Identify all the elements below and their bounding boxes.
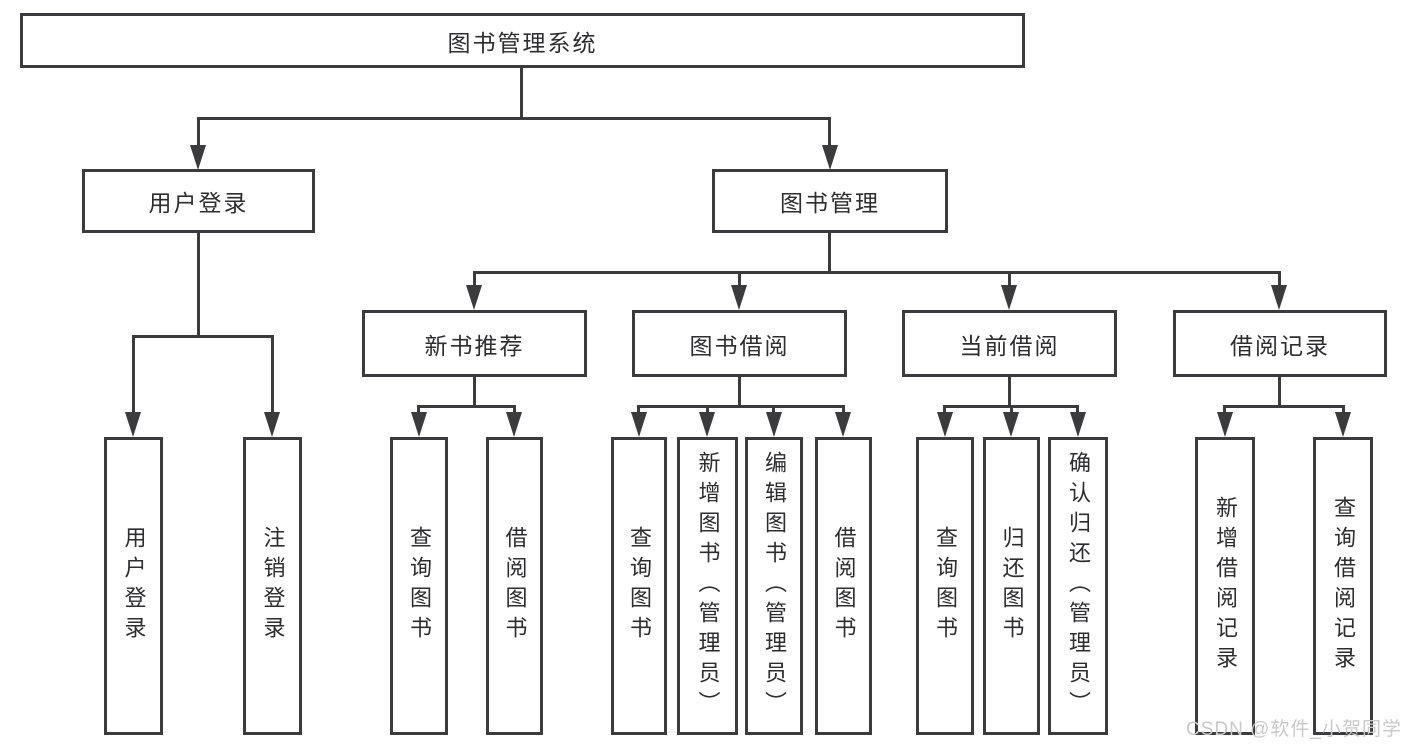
arrow-down-icon — [1217, 412, 1233, 437]
node-user-login: 用户登录 — [82, 169, 315, 233]
connector-leaf-stem — [637, 405, 640, 414]
connector-to-user-login — [197, 117, 200, 149]
node-leaf-add-borrow-record: 新增借阅记录 — [1195, 437, 1255, 735]
node-borrow-records: 借阅记录 — [1173, 310, 1387, 377]
connector-book-management-hbar — [473, 271, 1280, 274]
connector-recommend-hbar — [417, 405, 516, 408]
connector-root-stem — [520, 68, 523, 120]
connector-book-borrow-stem — [738, 377, 741, 407]
arrow-down-icon — [1003, 412, 1019, 437]
connector-to-current-borrow — [1008, 271, 1011, 287]
arrow-down-icon — [506, 412, 522, 437]
node-leaf-query-borrow-record: 查询借阅记录 — [1313, 437, 1373, 735]
connector-current-borrow-stem — [1008, 377, 1011, 407]
csdn-watermark: CSDN @软件_小贺同学 — [1186, 719, 1402, 740]
connector-leaf-stem — [1010, 405, 1013, 414]
connector-leaf-stem — [417, 405, 420, 414]
connector-book-management-stem — [828, 233, 831, 273]
node-leaf-query-books-borrow: 查询图书 — [611, 437, 667, 735]
arrow-down-icon — [190, 145, 206, 170]
arrow-down-icon — [466, 285, 482, 310]
connector-recommend-stem — [473, 377, 476, 407]
arrow-down-icon — [631, 412, 647, 437]
connector-to-book-management — [828, 117, 831, 149]
node-book-management: 图书管理 — [712, 169, 948, 233]
arrow-down-icon — [731, 285, 747, 310]
arrow-down-icon — [1070, 412, 1086, 437]
arrow-down-icon — [937, 412, 953, 437]
node-leaf-borrow-books-recommend: 借阅图书 — [486, 437, 543, 735]
node-leaf-query-books-current: 查询图书 — [916, 437, 974, 735]
connector-to-borrow-records — [1278, 271, 1281, 287]
node-new-book-recommend: 新书推荐 — [362, 310, 587, 377]
connector-user-login-hbar — [132, 335, 274, 338]
arrow-down-icon — [1335, 412, 1351, 437]
arrow-down-icon — [264, 412, 280, 437]
connector-to-new-book-recommend — [473, 271, 476, 287]
connector-book-borrow-hbar — [637, 405, 844, 408]
connector-to-leaf-user-login — [132, 335, 135, 414]
connector-leaf-stem — [513, 405, 516, 414]
node-leaf-add-book-admin: 新增图书（管理员） — [677, 437, 738, 735]
connector-leaf-stem — [772, 405, 775, 414]
node-current-borrow: 当前借阅 — [902, 310, 1117, 377]
connector-leaf-stem — [1342, 405, 1345, 414]
arrow-down-icon — [835, 412, 851, 437]
node-leaf-borrow-books: 借阅图书 — [815, 437, 872, 735]
arrow-down-icon — [766, 412, 782, 437]
node-leaf-return-book: 归还图书 — [983, 437, 1040, 735]
arrow-down-icon — [699, 412, 715, 437]
node-leaf-logout: 注销登录 — [243, 437, 302, 735]
node-root-library-system: 图书管理系统 — [20, 13, 1025, 68]
connector-borrow-records-stem — [1278, 377, 1281, 407]
arrow-down-icon — [822, 145, 838, 170]
node-leaf-edit-book-admin: 编辑图书（管理员） — [745, 437, 803, 735]
arrow-down-icon — [125, 412, 141, 437]
connector-to-leaf-logout — [271, 335, 274, 414]
node-leaf-user-login: 用户登录 — [104, 437, 163, 735]
connector-borrow-records-hbar — [1223, 405, 1344, 408]
arrow-down-icon — [1001, 285, 1017, 310]
connector-leaf-stem — [943, 405, 946, 414]
node-leaf-query-books-recommend: 查询图书 — [390, 437, 448, 735]
connector-leaf-stem — [1076, 405, 1079, 414]
node-leaf-confirm-return-admin: 确认归还（管理员） — [1048, 437, 1108, 735]
connector-leaf-stem — [706, 405, 709, 414]
arrow-down-icon — [1271, 285, 1287, 310]
connector-user-login-stem — [197, 233, 200, 337]
arrow-down-icon — [411, 412, 427, 437]
connector-leaf-stem — [842, 405, 845, 414]
connector-to-book-borrow — [738, 271, 741, 287]
connector-leaf-stem — [1223, 405, 1226, 414]
connector-root-hbar — [197, 117, 831, 120]
node-book-borrow: 图书借阅 — [632, 310, 847, 377]
